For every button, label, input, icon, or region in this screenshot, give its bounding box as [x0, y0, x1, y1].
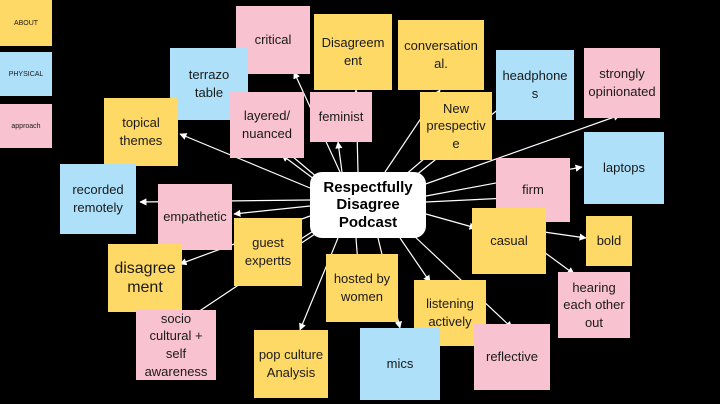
arrow-to-empathetic: [233, 205, 311, 217]
note-mics[interactable]: mics: [360, 328, 440, 400]
note-laptops[interactable]: laptops: [584, 132, 664, 204]
arrow-to-bold: [543, 231, 587, 241]
legend-physical: PHYSICAL: [0, 52, 52, 96]
arrow-to-listening-actively: [399, 237, 431, 283]
note-critical[interactable]: critical: [236, 6, 310, 74]
note-hearing-each-other-out[interactable]: hearing each other out: [558, 272, 630, 338]
note-guest-expertts[interactable]: guest expertts: [234, 218, 302, 286]
note-socio-cultural[interactable]: socio cultural + self awareness: [136, 310, 216, 380]
note-strongly-opinionated[interactable]: strongly opinionated: [584, 48, 660, 118]
arrow-to-hearing: [543, 251, 575, 275]
note-casual[interactable]: casual: [472, 208, 546, 274]
arrow-to-topical-themes: [179, 133, 311, 189]
note-headphones[interactable]: headphones: [496, 50, 574, 120]
note-conversational[interactable]: conversational.: [398, 20, 484, 90]
note-new-prespective[interactable]: New prespective: [420, 92, 492, 160]
note-disagreement-top[interactable]: Disagreement: [314, 14, 392, 90]
arrow-to-casual: [425, 213, 477, 230]
legend-approach: approach: [0, 104, 52, 148]
note-disagreement-left[interactable]: disagreement: [108, 244, 182, 312]
note-bold[interactable]: bold: [586, 216, 632, 266]
arrow-to-strongly-opinionated: [419, 113, 621, 187]
arrow-to-feminist: [335, 141, 343, 173]
note-topical-themes[interactable]: topical themes: [104, 98, 178, 166]
note-hosted-by-women[interactable]: hosted by women: [326, 254, 398, 322]
note-reflective[interactable]: reflective: [474, 324, 550, 390]
arrow-to-pop-culture: [299, 237, 339, 331]
note-layered-nuanced[interactable]: layered/ nuanced: [230, 92, 304, 158]
arrow-to-firm: [425, 194, 509, 203]
legend-about: ABOUT: [0, 0, 52, 46]
central-topic[interactable]: Respectfully Disagree Podcast: [310, 172, 426, 238]
note-empathetic[interactable]: empathetic: [158, 184, 232, 250]
note-feminist[interactable]: feminist: [310, 92, 372, 142]
note-recorded-remotely[interactable]: recorded remotely: [60, 164, 136, 234]
note-pop-culture-analysis[interactable]: pop culture Analysis: [254, 330, 328, 398]
